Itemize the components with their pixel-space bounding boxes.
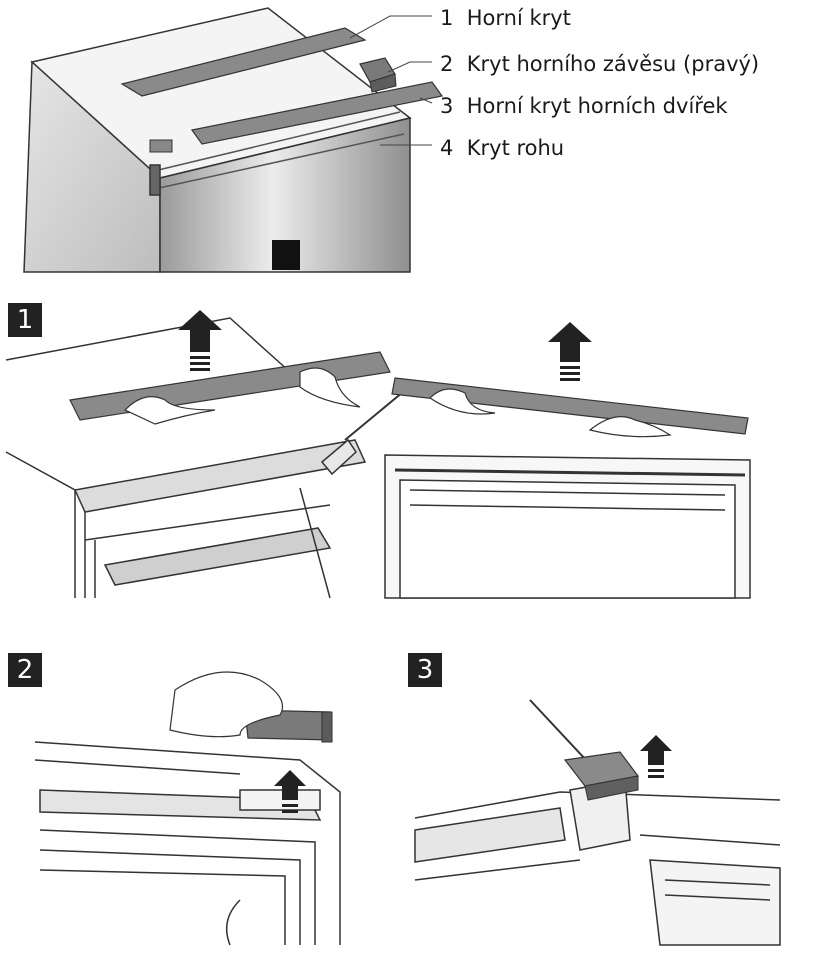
door-handle-slot xyxy=(272,240,300,270)
legend-item-1: 1 Horní kryt xyxy=(440,6,571,30)
step-2-arrow xyxy=(274,770,306,813)
step-1-top-cover xyxy=(69,351,391,421)
step-2-hand xyxy=(169,671,284,738)
legend-item-4: 4 Kryt rohu xyxy=(440,136,564,160)
legend-number: 3 xyxy=(440,94,454,118)
part-top-door-cover xyxy=(190,81,444,145)
step-3-badge: 3 xyxy=(408,653,442,687)
step-3-arrow xyxy=(640,735,672,778)
legend-number: 4 xyxy=(440,136,454,160)
part-hinge-cover xyxy=(359,57,397,93)
step-1-door-cover xyxy=(391,377,749,435)
legend-label: Kryt rohu xyxy=(466,136,565,160)
legend-item-3: 3 Horní kryt horních dvířek xyxy=(440,94,728,118)
step-3-illustration xyxy=(414,699,781,946)
legend-leaders xyxy=(349,15,433,146)
step-2-illustration xyxy=(34,741,341,946)
step-3-corner-cover xyxy=(563,751,640,801)
step-1-badge: 1 xyxy=(8,303,42,337)
step-2-badge: 2 xyxy=(8,653,42,687)
legend-label: Horní kryt xyxy=(466,6,571,30)
step-1-hands xyxy=(123,367,672,438)
part-corner-cover xyxy=(149,139,173,153)
legend-label: Kryt horního závěsu (pravý) xyxy=(466,52,760,76)
step-1-arrow-left xyxy=(178,310,222,371)
step-1-arrow-right xyxy=(548,322,592,381)
legend-label: Horní kryt horních dvířek xyxy=(466,94,728,118)
legend-item-2: 2 Kryt horního závěsu (pravý) xyxy=(440,52,759,76)
part-top-cover xyxy=(120,27,367,97)
step-1-illustration xyxy=(5,317,751,599)
fridge-front-door xyxy=(159,117,411,273)
legend-number: 2 xyxy=(440,52,454,76)
legend-number: 1 xyxy=(440,6,454,30)
